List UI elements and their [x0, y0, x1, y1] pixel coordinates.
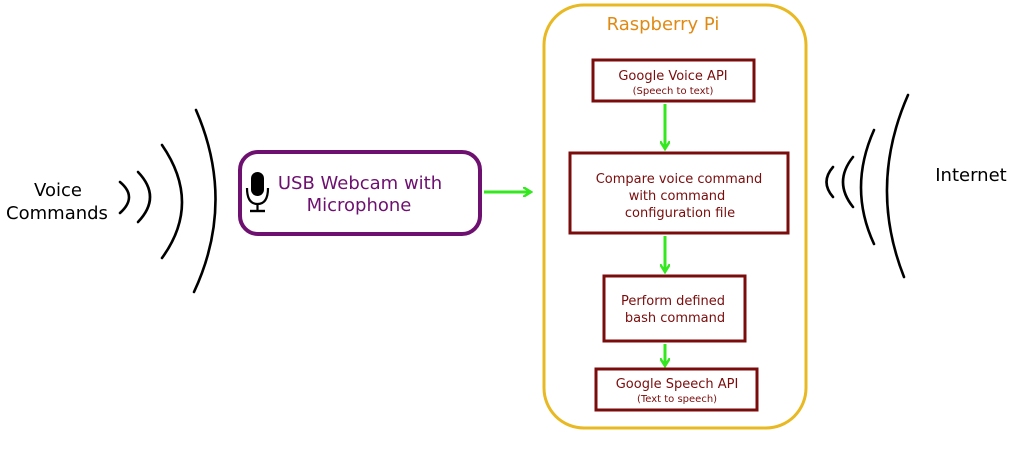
google-speech-api-label: Google Speech API: [616, 377, 739, 392]
raspberry-pi-title: Raspberry Pi: [607, 14, 720, 35]
google-voice-api-box: Google Voice API (Speech to text): [591, 58, 756, 103]
sound-waves-left-icon: [118, 108, 217, 294]
google-voice-api-sublabel: (Speech to text): [633, 86, 714, 97]
webcam-label-line2: Microphone: [307, 195, 412, 216]
compare-command-box: Compare voice command with command confi…: [568, 151, 790, 235]
sound-waves-right-icon: [825, 93, 910, 279]
voice-commands-label-line1: Voice: [34, 180, 82, 201]
perform-bash-box: Perform defined bash command: [602, 274, 747, 343]
compare-command-line2: with command: [629, 189, 726, 204]
webcam-box: [238, 150, 482, 236]
voice-commands-label-line2: Commands: [6, 203, 108, 224]
google-speech-api-sublabel: (Text to speech): [637, 394, 717, 405]
google-speech-api-box: Google Speech API (Text to speech): [594, 367, 759, 412]
perform-bash-line1: Perform defined: [621, 294, 725, 309]
internet-label: Internet: [935, 165, 1006, 186]
google-voice-api-label: Google Voice API: [618, 69, 727, 84]
raspberry-pi-border: [542, 3, 808, 430]
compare-command-line1: Compare voice command: [596, 172, 763, 187]
perform-bash-line2: bash command: [625, 311, 725, 326]
webcam-label-line1: USB Webcam with: [278, 173, 442, 194]
microphone-icon: [245, 172, 270, 213]
compare-command-line3: configuration file: [625, 206, 735, 221]
webcam-node: USB Webcam with Microphone: [238, 150, 482, 236]
raspberry-pi-container: Raspberry Pi Google Voice API (Speech to…: [542, 3, 808, 430]
